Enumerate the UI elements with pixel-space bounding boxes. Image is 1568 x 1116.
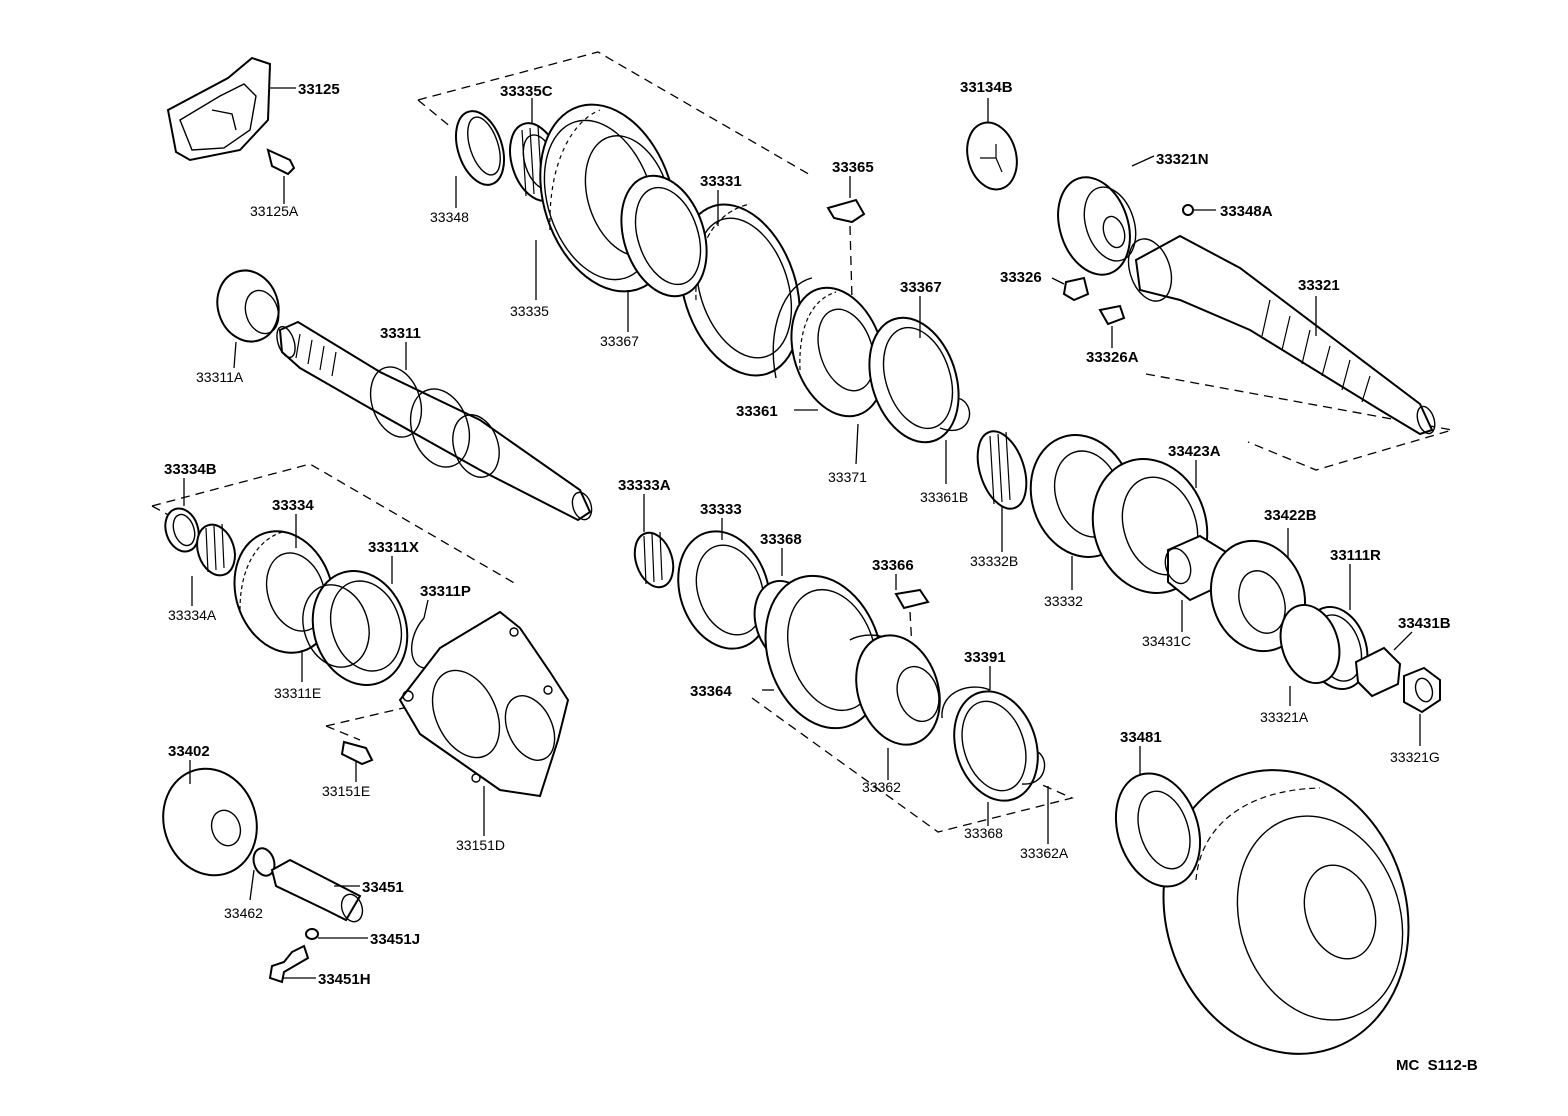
label-33321A: 33321A (1260, 709, 1309, 725)
part-33367-ring-b (868, 316, 960, 444)
label-33321N: 33321N (1156, 151, 1209, 168)
part-33431B-spacer (1354, 646, 1402, 698)
label-33311: 33311 (380, 325, 421, 342)
part-33333A-bearing (633, 531, 675, 589)
label-33311P: 33311P (420, 583, 471, 600)
part-33151D-plate (398, 610, 570, 798)
label-33125: 33125 (298, 81, 340, 98)
label-33364: 33364 (690, 683, 732, 700)
part-33348A-ball (1182, 204, 1194, 216)
label-33423A: 33423A (1168, 443, 1221, 460)
label-33125A: 33125A (250, 203, 299, 219)
label-33362A: 33362A (1020, 845, 1069, 861)
part-33151E-bolt (340, 740, 374, 766)
label-33332B: 33332B (970, 553, 1018, 569)
part-33334B-ring (164, 507, 200, 553)
part-33321A-bearing (1279, 603, 1341, 685)
label-33361B: 33361B (920, 489, 968, 505)
label-33451H: 33451H (318, 971, 371, 988)
part-33311P-clip (410, 617, 429, 669)
label-33348: 33348 (430, 209, 469, 225)
label-33462: 33462 (224, 905, 263, 921)
label-33371: 33371 (828, 469, 867, 485)
part-33125-bracket (166, 56, 296, 176)
label-33321G: 33321G (1390, 749, 1440, 765)
label-33422B: 33422B (1264, 507, 1317, 524)
label-33368-b: 33368 (964, 825, 1003, 841)
label-33367-b: 33367 (900, 279, 942, 296)
part-33321-shaft (1127, 234, 1436, 436)
label-33111R: 33111R (1330, 547, 1381, 564)
part-33362A-clip (1021, 751, 1046, 785)
label-33451: 33451 (362, 879, 404, 896)
part-33391-spring (941, 686, 991, 719)
label-33311A: 33311A (196, 369, 244, 385)
label-33134B: 33134B (960, 79, 1013, 96)
part-33361-hub (790, 286, 886, 418)
part-33362-hub (855, 634, 941, 746)
part-33366-key (894, 588, 930, 610)
label-33362: 33362 (862, 779, 901, 795)
label-33326A: 33326A (1086, 349, 1139, 366)
label-33367-a: 33367 (600, 333, 639, 349)
label-33333A: 33333A (618, 477, 671, 494)
part-33321G-nut (1403, 666, 1441, 714)
part-33311X-sleeve (302, 570, 409, 686)
label-33335: 33335 (510, 303, 549, 319)
label-33334B: 33334B (164, 461, 217, 478)
label-33334: 33334 (272, 497, 314, 514)
label-33311E: 33311E (274, 685, 321, 701)
label-33311X: 33311X (368, 539, 419, 556)
label-33361: 33361 (736, 403, 778, 420)
part-33134B-shim (966, 121, 1018, 191)
label-33365: 33365 (832, 159, 874, 176)
part-33348-seal (455, 110, 505, 186)
label-33321: 33321 (1298, 277, 1340, 294)
part-33451-shaft (270, 858, 364, 923)
part-33333-gear (677, 530, 771, 650)
part-33361B-clip (939, 397, 971, 431)
part-33334A-bearing (196, 523, 236, 577)
part-33451J-oring (305, 928, 319, 940)
part-33481-ring-gear (1114, 769, 1410, 1055)
part-33311A-bearing (216, 269, 280, 343)
label-33335C: 33335C (500, 83, 553, 100)
part-33367-ring-a (620, 174, 708, 298)
part-33311-shaft (276, 320, 593, 522)
label-33331: 33331 (700, 173, 742, 190)
label-33151D: 33151D (456, 837, 505, 853)
part-33332B-bearing (976, 430, 1028, 510)
part-33451H-bolt (268, 944, 310, 984)
part-33321N-bearing (1057, 176, 1137, 276)
label-33326: 33326 (1000, 269, 1042, 286)
part-33462-washer (252, 847, 276, 877)
label-33402: 33402 (168, 743, 210, 760)
part-33326-plate (1062, 276, 1090, 302)
label-33481: 33481 (1120, 729, 1162, 746)
part-33368-ring-b (953, 690, 1039, 802)
label-33334A: 33334A (168, 607, 217, 623)
part-labels: 33125 33125A 33335C 33348 33335 33331 33… (164, 79, 1478, 1074)
part-33326A-bolt (1098, 304, 1126, 326)
label-33151E: 33151E (322, 783, 370, 799)
part-33331-sleeve (679, 203, 801, 377)
label-33391: 33391 (964, 649, 1006, 666)
diagram-code: MC S112-B (1396, 1057, 1478, 1074)
part-33402-gear (162, 767, 258, 877)
label-33368-a: 33368 (760, 531, 802, 548)
part-33365-key (826, 198, 866, 224)
label-33431B: 33431B (1398, 615, 1451, 632)
label-33333: 33333 (700, 501, 742, 518)
label-33348A: 33348A (1220, 203, 1273, 220)
label-33431C: 33431C (1142, 633, 1191, 649)
label-33366: 33366 (872, 557, 914, 574)
label-33451J: 33451J (370, 931, 420, 948)
part-33334-gear (233, 530, 335, 654)
label-33332: 33332 (1044, 593, 1083, 609)
part-33371-spring (772, 277, 813, 379)
